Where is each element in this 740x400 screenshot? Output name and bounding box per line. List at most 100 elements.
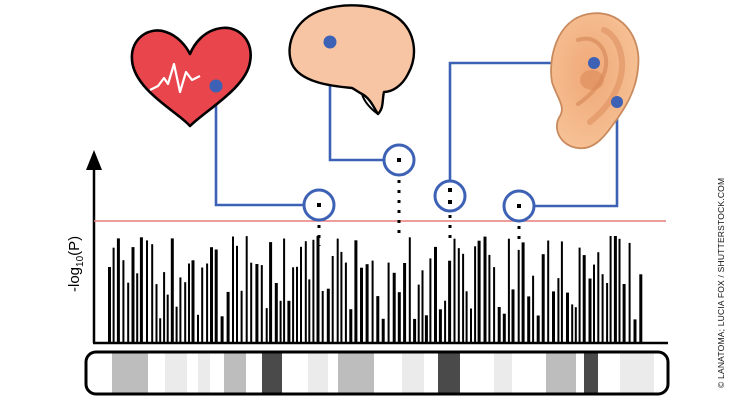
y-axis-arrowhead	[86, 150, 102, 170]
association-bar	[166, 294, 169, 343]
chromosome-band	[494, 352, 512, 394]
association-bar	[417, 284, 420, 343]
association-bar	[365, 264, 369, 343]
association-bar	[260, 265, 263, 343]
association-bar	[210, 247, 213, 343]
association-bar	[571, 304, 574, 343]
ear-connector-upper	[448, 61, 594, 182]
association-bar	[201, 267, 204, 343]
brain-anchor-dot	[323, 35, 337, 49]
association-bar	[296, 266, 298, 343]
association-bar	[601, 274, 604, 343]
chromosome-band	[198, 352, 210, 394]
y-axis-label-prefix: -log	[66, 267, 83, 292]
association-bar	[434, 246, 437, 343]
chromosome-ideogram	[84, 350, 670, 396]
association-bar	[214, 249, 218, 343]
association-bar	[381, 318, 385, 343]
association-bar	[429, 258, 432, 343]
heart-icon	[130, 26, 252, 128]
chromosome-band	[620, 352, 654, 394]
association-bar	[255, 264, 259, 343]
heart-anchor-dot	[209, 79, 223, 93]
heart-connector	[214, 86, 304, 207]
chromosome-band	[438, 352, 460, 394]
association-bar	[236, 245, 238, 343]
brain-icon	[288, 4, 416, 116]
association-bar	[316, 236, 320, 343]
association-bar	[560, 241, 563, 343]
association-bar	[633, 319, 637, 343]
association-bar	[371, 260, 374, 343]
association-bar	[488, 254, 491, 343]
plot-axes	[86, 150, 668, 345]
chromosome-band	[262, 352, 282, 394]
association-bar	[136, 273, 139, 343]
snp-center-dots	[317, 158, 521, 208]
association-bar	[159, 318, 162, 343]
association-bar	[582, 255, 586, 343]
association-bar	[376, 296, 380, 343]
chromosome-band	[308, 352, 328, 394]
association-bar	[269, 242, 273, 343]
ear-connector-lower	[535, 102, 619, 208]
association-bar	[609, 236, 612, 343]
association-bar	[532, 275, 535, 343]
association-bar	[413, 318, 417, 343]
association-bar	[566, 292, 569, 343]
association-bar	[336, 238, 339, 343]
chromosome-bands	[86, 352, 668, 394]
association-bar	[462, 253, 465, 343]
chromosome-band	[338, 352, 374, 394]
chromosome-band	[402, 352, 424, 394]
association-bar	[613, 236, 617, 343]
association-bar	[574, 307, 577, 343]
association-bar	[245, 236, 248, 343]
association-bar	[344, 262, 347, 343]
association-bar	[474, 246, 477, 343]
association-bar	[175, 306, 178, 343]
snp-highlight-ear-upper	[433, 179, 467, 213]
association-bar	[274, 283, 278, 343]
association-bar	[606, 283, 609, 343]
association-bar	[108, 267, 111, 343]
ear-icon	[550, 12, 640, 150]
association-bar	[184, 282, 187, 343]
association-bar	[557, 278, 560, 343]
association-bar	[360, 267, 363, 343]
association-bar	[250, 262, 253, 343]
association-bar	[628, 242, 631, 343]
association-bar	[438, 309, 442, 343]
chromosome-band	[584, 352, 598, 394]
association-bar	[354, 240, 358, 343]
association-bar	[139, 237, 143, 343]
association-bar	[226, 291, 230, 343]
association-bar	[122, 260, 125, 343]
association-bar	[321, 291, 324, 343]
association-bar	[206, 263, 209, 343]
association-bar	[552, 291, 555, 343]
association-bar	[131, 247, 135, 343]
association-bar	[349, 309, 353, 343]
association-bar	[507, 238, 510, 343]
y-axis-label-subscript: 10	[75, 255, 86, 267]
association-bar	[127, 282, 130, 343]
association-bar	[597, 252, 600, 343]
association-bar	[465, 291, 468, 343]
association-bar	[457, 248, 460, 343]
association-bar	[397, 292, 401, 343]
association-bar	[517, 249, 520, 343]
association-bar	[179, 277, 182, 343]
association-bar	[188, 263, 190, 343]
association-bar	[622, 284, 626, 343]
association-bar	[392, 272, 396, 343]
highlighted-snps	[302, 143, 536, 223]
association-bar	[547, 240, 550, 343]
association-bar	[448, 260, 452, 343]
association-bar	[304, 241, 307, 343]
association-bar	[146, 240, 148, 343]
association-bar	[151, 244, 154, 343]
chromosome-band	[546, 352, 576, 394]
